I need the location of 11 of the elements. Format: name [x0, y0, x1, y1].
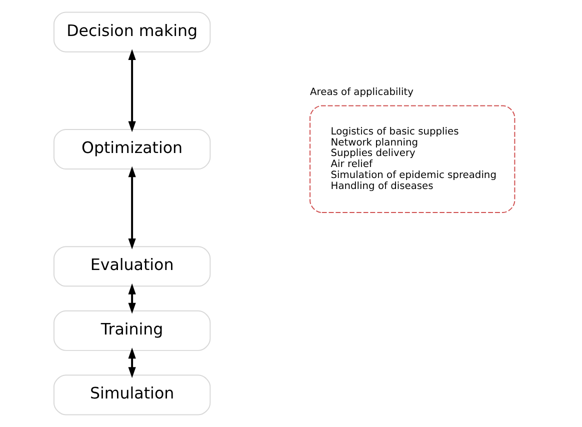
node-box: Training — [53, 310, 211, 351]
node-box: Logistics of basic supplies Network planning Supplies delivery Air relief Simulation of epidemic spreading Handling of diseases — [310, 105, 516, 213]
arrow — [128, 166, 136, 250]
arrow — [128, 49, 136, 132]
node-box: Simulation — [53, 374, 211, 416]
node-label: Areas of applicability — [310, 86, 414, 98]
node-box: Optimization — [53, 128, 211, 170]
arrow — [128, 348, 136, 378]
node-box: Evaluation — [53, 246, 211, 287]
node-box: Decision making — [53, 12, 211, 52]
arrow — [128, 283, 136, 314]
